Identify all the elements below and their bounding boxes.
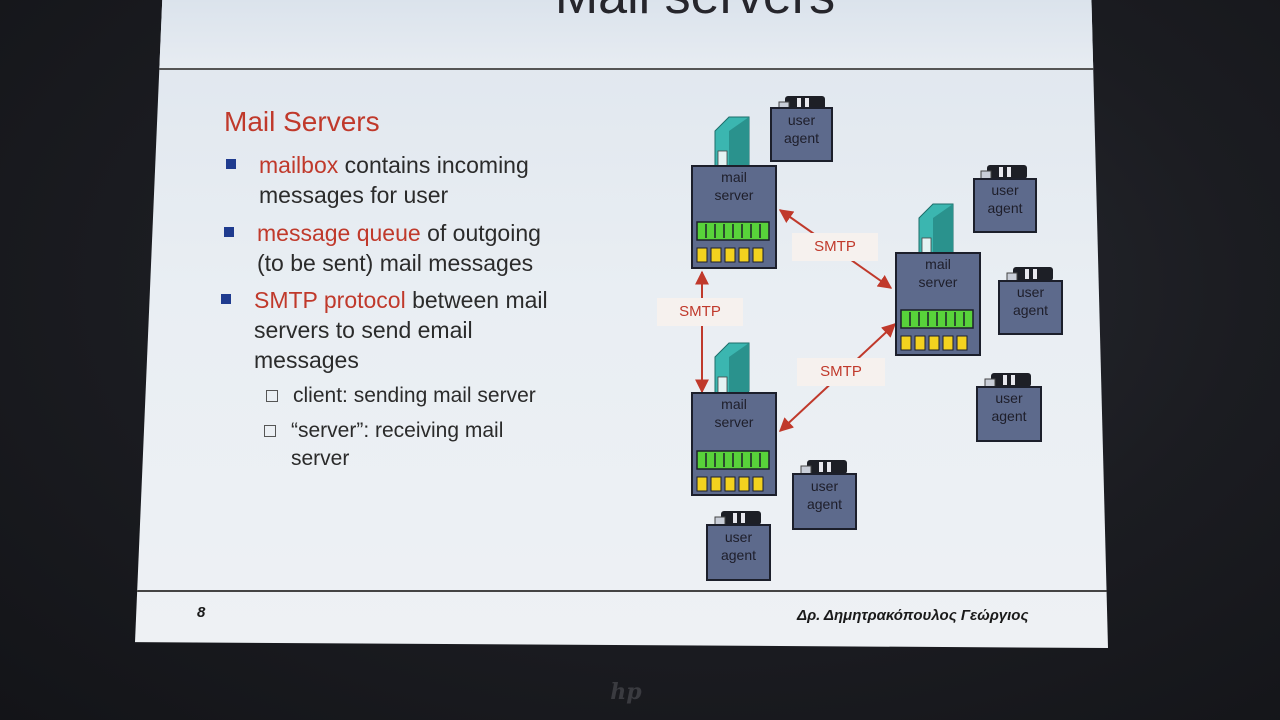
- smtp-label-vertical: SMTP: [657, 298, 743, 326]
- bullet-text-line3: messages: [254, 347, 359, 373]
- footer-divider: [135, 590, 1108, 592]
- mail-server-right: [895, 203, 981, 356]
- hp-logo: hp: [610, 679, 642, 705]
- user-agent-3: [998, 266, 1063, 335]
- bullet-highlight: SMTP protocol: [254, 287, 406, 313]
- bullet-text: of outgoing: [420, 220, 541, 246]
- bullet-text: contains incoming: [338, 152, 529, 178]
- mail-server-bottom: [691, 342, 777, 496]
- bullet-square-icon: [226, 159, 236, 169]
- sub-bullet-box-icon: [266, 390, 278, 402]
- bullet-text-line2: servers to send email: [254, 317, 473, 343]
- bullet-square-icon: [224, 227, 234, 237]
- slide: Mail servers Mail Servers mailbox contai…: [135, 0, 1108, 648]
- bullet-highlight: message queue: [257, 220, 421, 246]
- slide-title: Mail servers: [395, 0, 995, 26]
- sub-bullet-server: “server”: receiving mail server: [264, 417, 504, 473]
- sub-bullet-client: client: sending mail server: [266, 382, 536, 410]
- user-agent-4: [976, 372, 1042, 442]
- mail-server-top: [691, 116, 777, 269]
- bullet-mailbox: mailbox contains incoming messages for u…: [226, 150, 529, 210]
- smtp-label-bottom: SMTP: [797, 358, 885, 386]
- mail-diagram: [691, 95, 1063, 581]
- sub-bullet-text: client: sending mail server: [293, 384, 536, 407]
- sub-bullet-box-icon: [264, 425, 276, 437]
- bullet-square-icon: [221, 294, 231, 304]
- user-agent-1: [770, 95, 833, 162]
- sub-bullet-text: “server”: receiving mail: [291, 419, 504, 442]
- bullet-text-line2: messages for user: [259, 182, 449, 208]
- bullet-text-line2: (to be sent) mail messages: [257, 250, 534, 276]
- author-name: Δρ. Δημητρακόπουλος Γεώργιος: [797, 607, 1029, 624]
- bullet-message-queue: message queue of outgoing (to be sent) m…: [224, 218, 541, 278]
- slide-heading: Mail Servers: [224, 106, 380, 137]
- bullet-highlight: mailbox: [259, 152, 339, 178]
- user-agent-5: [792, 459, 857, 530]
- bullet-smtp-protocol: SMTP protocol between mail servers to se…: [221, 285, 548, 375]
- title-band: Mail servers: [135, 0, 1108, 70]
- user-agent-6: [706, 510, 771, 581]
- smtp-label-top: SMTP: [792, 233, 878, 261]
- bullet-text: between mail: [405, 287, 548, 313]
- user-agent-2: [973, 164, 1037, 233]
- page-number: 8: [197, 604, 206, 621]
- sub-bullet-text-line2: server: [291, 447, 350, 470]
